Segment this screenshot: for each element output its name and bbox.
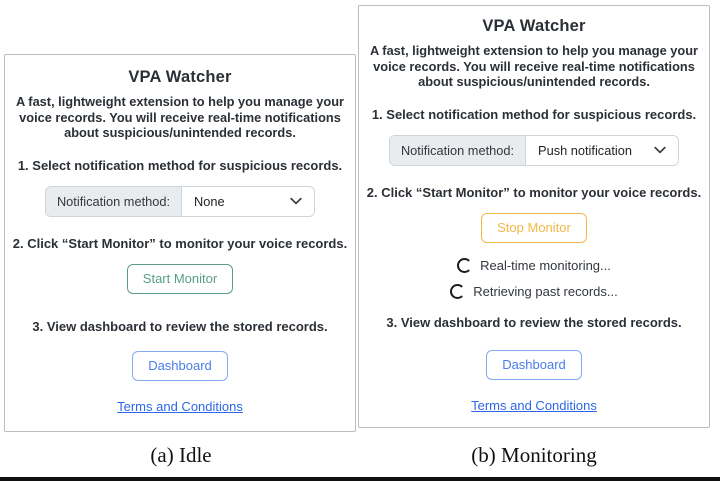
extension-description: A fast, lightweight extension to help yo… (15, 94, 344, 140)
notification-method-group: Notification method: None (44, 185, 316, 217)
status-label: Retrieving past records... (473, 283, 618, 299)
page-title: VPA Watcher (482, 17, 586, 35)
terms-link[interactable]: Terms and Conditions (117, 398, 243, 414)
status-label: Real-time monitoring... (480, 257, 611, 273)
status-realtime-monitoring: Real-time monitoring... (457, 257, 611, 273)
dashboard-button[interactable]: Dashboard (132, 350, 228, 381)
page-title: VPA Watcher (128, 68, 232, 86)
spinner-icon (457, 257, 473, 273)
start-monitor-button[interactable]: Start Monitor (126, 263, 234, 294)
step-3-label: 3. View dashboard to review the stored r… (32, 318, 328, 334)
status-retrieving-records: Retrieving past records... (450, 283, 618, 299)
terms-link[interactable]: Terms and Conditions (471, 397, 597, 413)
notification-method-select[interactable]: Push notification (526, 135, 679, 165)
step-2-label: 2. Click “Start Monitor” to monitor your… (366, 184, 702, 200)
notification-method-select[interactable]: None (182, 186, 315, 216)
step-1-label: 1. Select notification method for suspic… (371, 106, 697, 122)
subcaption-monitoring: (b) Monitoring (471, 443, 597, 467)
notification-method-label: Notification method: (389, 135, 527, 165)
subcaption-idle: (a) Idle (150, 443, 212, 467)
step-1-label: 1. Select notification method for suspic… (17, 157, 343, 173)
figure-bottom-rule (0, 477, 720, 481)
step-3-label: 3. View dashboard to review the stored r… (386, 314, 682, 330)
extension-description: A fast, lightweight extension to help yo… (369, 43, 698, 89)
chevron-down-icon (654, 146, 666, 154)
chevron-down-icon (290, 197, 302, 205)
notification-method-label: Notification method: (45, 186, 183, 216)
selected-option: None (194, 193, 225, 209)
step-2-label: 2. Click “Start Monitor” to monitor your… (12, 235, 348, 251)
popup-idle: VPA Watcher A fast, lightweight extensio… (4, 54, 356, 432)
dashboard-button[interactable]: Dashboard (486, 349, 582, 380)
spinner-icon (450, 283, 466, 299)
selected-option: Push notification (538, 142, 632, 158)
popup-monitoring: VPA Watcher A fast, lightweight extensio… (358, 5, 710, 428)
stop-monitor-button[interactable]: Stop Monitor (481, 212, 587, 243)
notification-method-group: Notification method: Push notification (388, 134, 680, 166)
